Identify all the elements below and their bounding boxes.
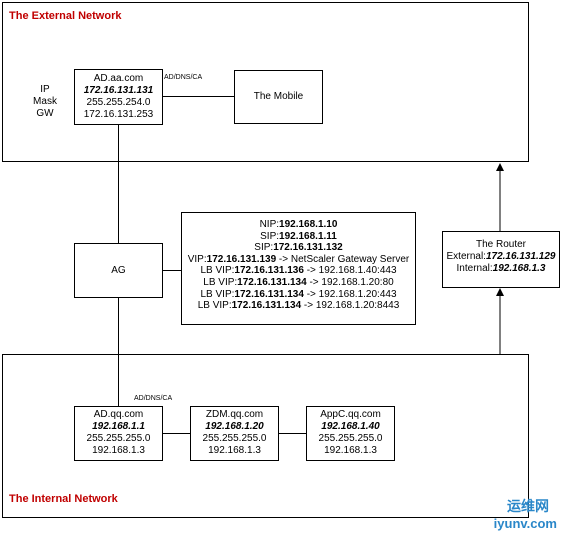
mask-label: Mask (33, 96, 57, 107)
ad-external-gw: 172.16.131.253 (83, 109, 154, 120)
gw-label: GW (36, 108, 54, 119)
appc-gw: 192.168.1.3 (324, 445, 377, 456)
ip-mask-gw-labels: IP Mask GW (30, 84, 60, 120)
ad-mobile-link-label: AD/DNS/CA (164, 74, 203, 81)
ad-external-name: AD.aa.com (93, 73, 144, 84)
zdm-name: ZDM.qq.com (205, 409, 264, 420)
zdm-ip: 192.168.1.20 (205, 421, 264, 432)
ad-zdm-connector (163, 433, 190, 434)
zdm-mask: 255.255.255.0 (202, 433, 267, 444)
sip-row-1: SIP:192.168.1.11 (260, 230, 337, 242)
ad-internal-ip: 192.168.1.1 (92, 421, 145, 432)
internal-to-router-arrowhead (496, 288, 504, 296)
lb-vip-row-2: LB VIP:172.16.131.134 -> 192.168.1.20:80 (203, 276, 394, 288)
vip-row: VIP:172.16.131.139 -> NetScaler Gateway … (187, 253, 410, 265)
appc-ip: 192.168.1.40 (321, 421, 380, 432)
lb-vip-row-3: LB VIP:172.16.131.134 -> 192.168.1.20:44… (200, 288, 397, 300)
router-text: The Router External:172.16.131.129 Inter… (442, 239, 560, 275)
ad-internal-name: AD.qq.com (93, 409, 144, 420)
internal-ad-link-label: AD/DNS/CA (134, 395, 173, 402)
appc-mask: 255.255.255.0 (318, 433, 383, 444)
zdm-node[interactable]: ZDM.qq.com 192.168.1.20 255.255.255.0 19… (190, 406, 279, 461)
ag-info-connector (163, 270, 181, 271)
mobile-node[interactable]: The Mobile (234, 70, 323, 124)
nip-row: NIP:192.168.1.10 (259, 219, 338, 230)
ad-internal-node[interactable]: AD.qq.com 192.168.1.1 255.255.255.0 192.… (74, 406, 163, 461)
sip-row-2: SIP:172.16.131.132 (254, 242, 343, 254)
ip-label: IP (40, 84, 50, 95)
router-node[interactable] (442, 231, 560, 288)
ad-external-ip: 172.16.131.131 (83, 85, 154, 96)
ag-label: AG (111, 264, 126, 276)
ad-internal-mask: 255.255.255.0 (86, 433, 151, 444)
ag-node[interactable]: AG (74, 243, 163, 298)
ag-config-box (181, 212, 416, 325)
ad-external-mask: 255.255.254.0 (86, 97, 151, 108)
ad-internal-gw: 192.168.1.3 (92, 445, 145, 456)
ag-config-text: NIP:192.168.1.10 SIP:192.168.1.11 SIP:17… (181, 219, 416, 312)
zdm-appc-connector (279, 433, 306, 434)
ag-internal-connector (118, 298, 119, 406)
internal-network-title: The Internal Network (9, 493, 118, 505)
ad-external-node[interactable]: AD.aa.com 172.16.131.131 255.255.254.0 1… (74, 69, 163, 125)
watermark-cn: 运维网 (507, 498, 549, 514)
router-title: The Router (475, 239, 527, 250)
watermark-en: iyunv.com (493, 516, 557, 531)
mobile-label: The Mobile (253, 91, 304, 102)
appc-name: AppC.qq.com (320, 409, 381, 420)
watermark: 运维网 iyunv.com (494, 496, 557, 531)
router-external: External:172.16.131.129 (446, 251, 556, 262)
ad-ag-connector (118, 125, 119, 243)
appc-node[interactable]: AppC.qq.com 192.168.1.40 255.255.255.0 1… (306, 406, 395, 461)
lb-vip-row-1: LB VIP:172.16.131.136 -> 192.168.1.40:44… (200, 265, 397, 277)
ad-mobile-connector (163, 96, 234, 97)
external-network-title: The External Network (9, 10, 122, 22)
zdm-gw: 192.168.1.3 (208, 445, 261, 456)
router-internal: Internal:192.168.1.3 (456, 263, 546, 274)
router-to-external-arrowhead (496, 163, 504, 171)
lb-vip-row-4: LB VIP:172.16.131.134 -> 192.168.1.20:84… (197, 300, 400, 312)
